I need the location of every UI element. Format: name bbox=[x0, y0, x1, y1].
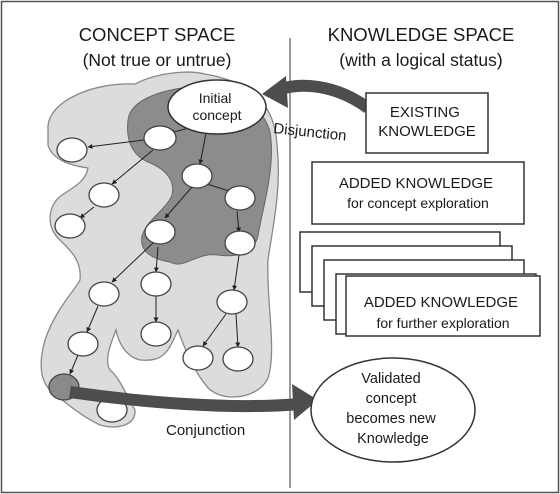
tree-edge bbox=[235, 313, 241, 348]
added-knowledge-further-line: for further exploration bbox=[376, 315, 509, 331]
tree-edge bbox=[164, 186, 193, 219]
existing-knowledge-line: EXISTING bbox=[390, 104, 460, 121]
initial-concept-line: Initial bbox=[199, 90, 232, 106]
conjunction-arrowhead bbox=[292, 384, 318, 420]
initial-concept-label: Initial concept bbox=[192, 90, 241, 123]
concept-node bbox=[144, 219, 176, 245]
concept-node bbox=[140, 321, 172, 347]
added-knowledge-concept-box bbox=[311, 161, 525, 225]
concept-node bbox=[88, 281, 120, 307]
conjunction-label: Conjunction bbox=[166, 422, 245, 439]
concept-node bbox=[88, 182, 120, 208]
concept-node bbox=[143, 125, 177, 151]
existing-knowledge-line: KNOWLEDGE bbox=[378, 123, 476, 140]
added-knowledge-concept-line: for concept exploration bbox=[347, 195, 489, 211]
validated-concept-node bbox=[310, 357, 476, 463]
validated-concept-line: Validated bbox=[361, 371, 420, 387]
knowledge-space-subheading: (with a logical status) bbox=[339, 50, 502, 70]
tree-edge bbox=[111, 242, 154, 283]
concept-tree-nodes bbox=[54, 125, 256, 423]
tree-edge bbox=[79, 206, 95, 219]
disjunction-arrow bbox=[275, 79, 372, 113]
validated-concept-line: concept bbox=[366, 391, 417, 407]
disjunction-label: Disjunction bbox=[273, 120, 348, 145]
tree-edge bbox=[87, 139, 145, 149]
initial-concept-node bbox=[167, 79, 267, 135]
tree-edge bbox=[69, 354, 79, 375]
added-knowledge-further-line: ADDED KNOWLEDGE bbox=[364, 294, 518, 311]
concept-node bbox=[216, 289, 248, 315]
concept-node bbox=[182, 345, 214, 371]
added-knowledge-concept-label: ADDED KNOWLEDGE for concept exploration bbox=[339, 175, 497, 211]
added-knowledge-stack bbox=[299, 231, 541, 337]
disjunction-arrowhead bbox=[262, 76, 288, 108]
concept-space-heading: CONCEPT SPACE bbox=[79, 24, 236, 45]
concept-node bbox=[56, 137, 88, 163]
concept-node bbox=[181, 163, 213, 189]
validated-concept-line: becomes new bbox=[346, 411, 436, 427]
added-knowledge-concept-line: ADDED KNOWLEDGE bbox=[339, 175, 493, 192]
added-knowledge-further-box bbox=[345, 275, 541, 337]
existing-knowledge-box bbox=[365, 92, 489, 154]
tree-edge bbox=[232, 254, 240, 291]
concept-node bbox=[54, 213, 86, 239]
validated-concept-label: Validated concept becomes new Knowledge bbox=[346, 371, 440, 447]
initial-concept-line: concept bbox=[192, 107, 241, 123]
concept-node bbox=[222, 346, 254, 372]
knowledge-space-heading: KNOWLEDGE SPACE bbox=[328, 24, 515, 45]
tree-edge bbox=[202, 313, 227, 347]
validated-concept-line: Knowledge bbox=[357, 431, 429, 447]
existing-knowledge-label: EXISTING KNOWLEDGE bbox=[378, 104, 476, 140]
concept-node bbox=[224, 230, 256, 256]
concept-node bbox=[224, 185, 256, 211]
tree-edge bbox=[111, 149, 154, 185]
tree-edge bbox=[153, 246, 159, 273]
conjunction-arrow bbox=[69, 386, 301, 413]
concept-space-subheading: (Not true or untrue) bbox=[83, 50, 232, 70]
added-knowledge-further-label: ADDED KNOWLEDGE for further exploration bbox=[364, 294, 522, 331]
concept-node bbox=[140, 271, 172, 297]
tree-edge bbox=[86, 305, 99, 333]
concept-node bbox=[67, 331, 99, 357]
tree-edge bbox=[236, 210, 242, 233]
